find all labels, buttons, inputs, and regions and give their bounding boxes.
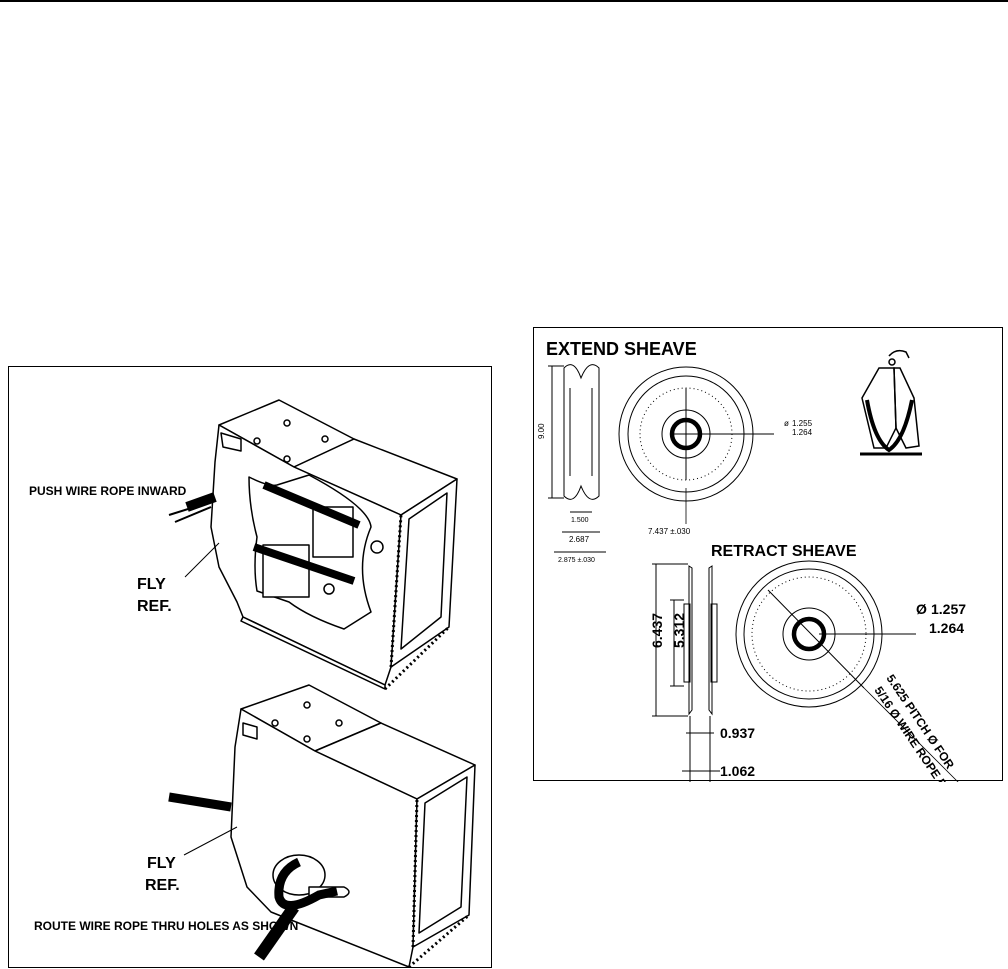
lower-boom-section [230,684,476,968]
fly-ref-label-upper-2: REF. [137,598,172,615]
fly-ref-label-upper-1: FLY [137,576,166,593]
extend-height-dim: 9.00 [537,423,546,439]
push-wire-rope-callout: PUSH WIRE ROPE INWARD [29,484,187,498]
retract-outer-width-dim: 1.062 [720,763,755,779]
retract-sheave-title: RETRACT SHEAVE [711,543,857,560]
extend-mid-width-dim: 2.687 [569,535,590,544]
groove-section-icon [860,349,922,456]
retract-outer-height-dim: 6.437 [649,613,665,648]
extend-inner-width-dim: 1.500 [571,517,589,524]
extend-sheave-side-view [548,364,606,553]
fly-ref-label-lower-2: REF. [145,877,180,894]
retract-sheave-side-view [652,563,720,782]
extend-sheave-title: EXTEND SHEAVE [546,339,697,359]
upper-wire-rope [168,481,361,585]
wire-rope-installation-panel: PUSH WIRE ROPE INWARD FLY REF. FLY [8,366,492,969]
retract-inner-width-dim: 0.937 [720,725,755,741]
sheave-drawing: EXTEND SHEAVE 9.00 1.500 2.687 2.875 ±.0… [537,339,966,782]
header-rule [0,0,1008,2]
extend-pitch-dim: 7.437 ±.030 [648,527,691,536]
route-wire-rope-callout: ROUTE WIRE ROPE THRU HOLES AS SHOWN [34,919,298,933]
extend-bore-symbol: ø [784,419,789,428]
extend-bore-lower: 1.264 [792,428,813,437]
fly-ref-leader-upper [184,542,220,578]
retract-sheave-front-view [735,560,959,782]
retract-inner-height-dim: 5.312 [671,613,687,648]
sheave-dimensions-panel: EXTEND SHEAVE 9.00 1.500 2.687 2.875 ±.0… [533,327,1003,782]
retract-bore-symbol: Ø [916,601,927,617]
extend-sheave-front-view [618,366,774,524]
extend-bore-upper: 1.255 [792,419,813,428]
lower-wire-rope [168,792,338,961]
extend-outer-width-dim: 2.875 ±.030 [558,557,595,564]
fly-ref-label-lower-1: FLY [147,855,176,872]
retract-bore-lower: 1.264 [929,620,964,636]
installation-illustration: PUSH WIRE ROPE INWARD FLY REF. FLY [29,399,476,969]
retract-bore-upper: 1.257 [931,601,966,617]
upper-boom-section [210,399,458,690]
fly-ref-leader-lower [183,826,238,856]
